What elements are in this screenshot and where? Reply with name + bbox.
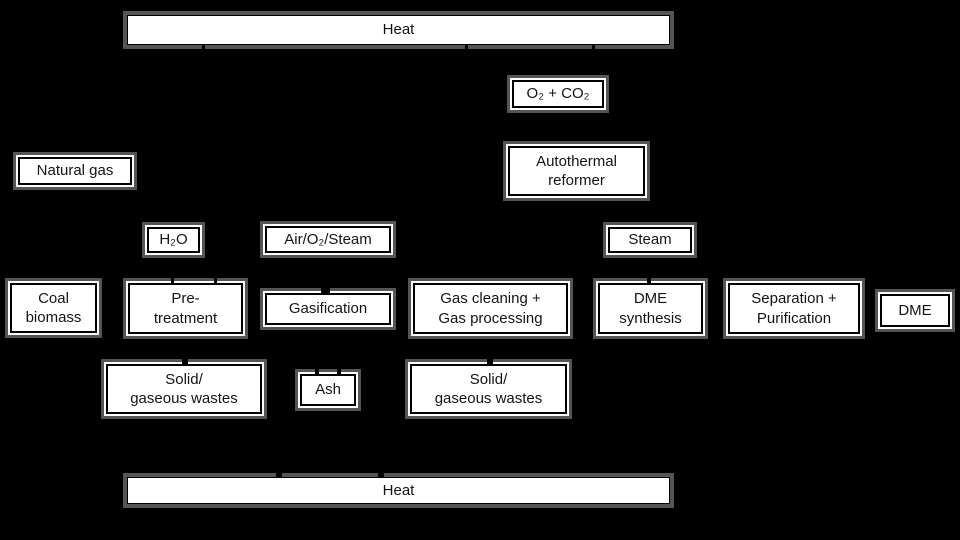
node-label: Heat: [382, 481, 415, 499]
connector-tick: [378, 470, 384, 478]
node-gasification: Gasification: [263, 291, 393, 327]
node-label: Autothermal: [536, 152, 617, 170]
node-label: O₂ + CO₂: [526, 85, 590, 103]
node-h2o: H₂O: [145, 225, 202, 255]
connector-tick: [592, 45, 595, 53]
node-label: synthesis: [619, 309, 682, 327]
node-label: gaseous wastes: [130, 390, 238, 407]
connector-tick: [276, 470, 282, 478]
node-separation-purification: Separation +Purification: [726, 281, 862, 336]
connector-tick: [465, 45, 468, 53]
connector-tick: [171, 277, 174, 284]
connector-tick: [647, 277, 651, 284]
node-label: Coal: [38, 289, 69, 307]
node-gas-cleaning-processing: Gas cleaning +Gas processing: [411, 281, 570, 336]
connector-tick: [214, 277, 217, 284]
node-label: Natural gas: [36, 162, 114, 180]
node-label: H₂O: [159, 231, 188, 249]
node-label: Gas processing: [438, 309, 543, 327]
node-label: treatment: [153, 309, 218, 327]
node-coal-biomass: Coal biomass: [8, 281, 99, 335]
node-label: Solid/: [469, 370, 508, 388]
node-label: Ash: [315, 381, 341, 399]
connector-tick: [487, 358, 493, 365]
node-o2-co2: O₂ + CO₂: [510, 78, 606, 110]
node-pre-treatment: Pre-treatment: [126, 281, 245, 336]
node-label: Separation +: [751, 290, 837, 308]
node-autothermal-reformer: Autothermal reformer: [506, 144, 647, 198]
node-label: Heat: [382, 21, 415, 39]
node-label: gaseous wastes: [434, 390, 543, 407]
node-label: Steam: [628, 231, 672, 249]
node-label: Pre-: [171, 290, 200, 308]
node-label: Solid/: [165, 370, 203, 388]
connector-tick: [337, 368, 341, 375]
connector-tick: [202, 45, 205, 53]
node-solid-gaseous-wastes-1: Solid/gaseous wastes: [104, 362, 264, 416]
node-steam: Steam: [606, 225, 694, 255]
node-label: DME: [898, 301, 932, 319]
node-label: Air/O₂/Steam: [284, 230, 372, 248]
node-label: Gas cleaning +: [440, 290, 541, 308]
node-dme-product: DME: [878, 292, 952, 329]
node-label: reformer: [548, 172, 605, 189]
connector-tick: [182, 358, 188, 365]
node-label: Purification: [756, 309, 832, 327]
connector-tick: [315, 368, 319, 375]
connector-tick: [321, 286, 330, 294]
node-natural-gas: Natural gas: [16, 155, 134, 187]
node-label: DME: [633, 290, 668, 308]
node-label: biomass: [25, 309, 82, 326]
node-label: Gasification: [288, 300, 368, 318]
node-solid-gaseous-wastes-2: Solid/gaseous wastes: [408, 362, 569, 416]
node-ash: Ash: [298, 372, 358, 408]
node-heat-bottom: Heat: [127, 477, 670, 504]
node-air-o2-steam: Air/O₂/Steam: [263, 224, 393, 255]
node-heat-top: Heat: [127, 15, 670, 45]
